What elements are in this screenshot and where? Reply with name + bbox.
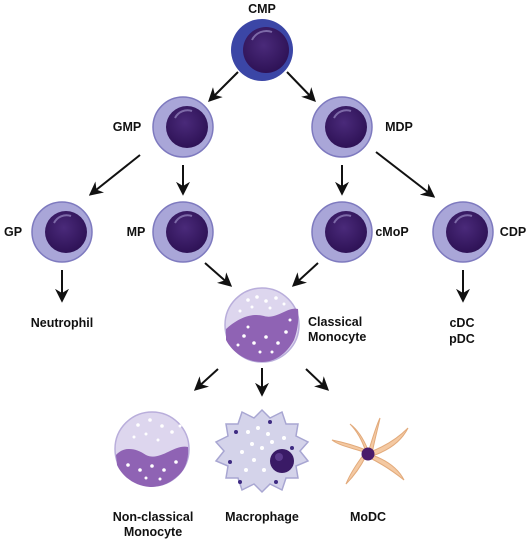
- label-cdp: CDP: [500, 225, 526, 239]
- cdp-cell: [432, 201, 494, 263]
- label-nonclassical-line2: Monocyte: [124, 525, 182, 539]
- arrow-mdp-cdp: [375, 151, 436, 198]
- arrow-classical-nonclassical: [193, 368, 219, 391]
- label-cmop: cMoP: [375, 225, 408, 239]
- arrow-cmp-gmp: [208, 71, 239, 102]
- arrow-gmp-gp: [88, 154, 141, 196]
- label-pdc: pDC: [449, 332, 475, 346]
- mp-cell: [152, 201, 214, 263]
- mdp-cell: [311, 96, 373, 158]
- label-nonclassical-line1: Non-classical: [113, 510, 194, 524]
- classical-monocyte-cell: [224, 287, 300, 363]
- label-macrophage: Macrophage: [225, 510, 299, 524]
- gp-cell: [31, 201, 93, 263]
- label-classical-monocyte-line1: Classical: [308, 315, 362, 329]
- arrow-cmp-mdp: [286, 71, 316, 103]
- arrow-mp-classical: [204, 262, 233, 287]
- label-neutrophil: Neutrophil: [31, 316, 94, 330]
- cmp-cell: [231, 19, 293, 81]
- label-classical-monocyte-line2: Monocyte: [308, 330, 366, 344]
- label-modc: MoDC: [350, 510, 386, 524]
- label-mp: MP: [127, 225, 146, 239]
- macrophage-cell: [214, 408, 310, 494]
- nonclassical-monocyte-cell: [114, 411, 190, 487]
- arrow-classical-modc: [305, 368, 330, 391]
- modc-cell: [331, 417, 409, 485]
- cmop-cell: [311, 201, 373, 263]
- arrow-cmop-classical: [291, 262, 319, 287]
- label-gmp: GMP: [113, 120, 141, 134]
- label-gp: GP: [4, 225, 22, 239]
- label-cmp: CMP: [248, 2, 276, 16]
- gmp-cell: [152, 96, 214, 158]
- arrows: [55, 71, 470, 397]
- label-mdp: MDP: [385, 120, 413, 134]
- label-cdc: cDC: [449, 316, 474, 330]
